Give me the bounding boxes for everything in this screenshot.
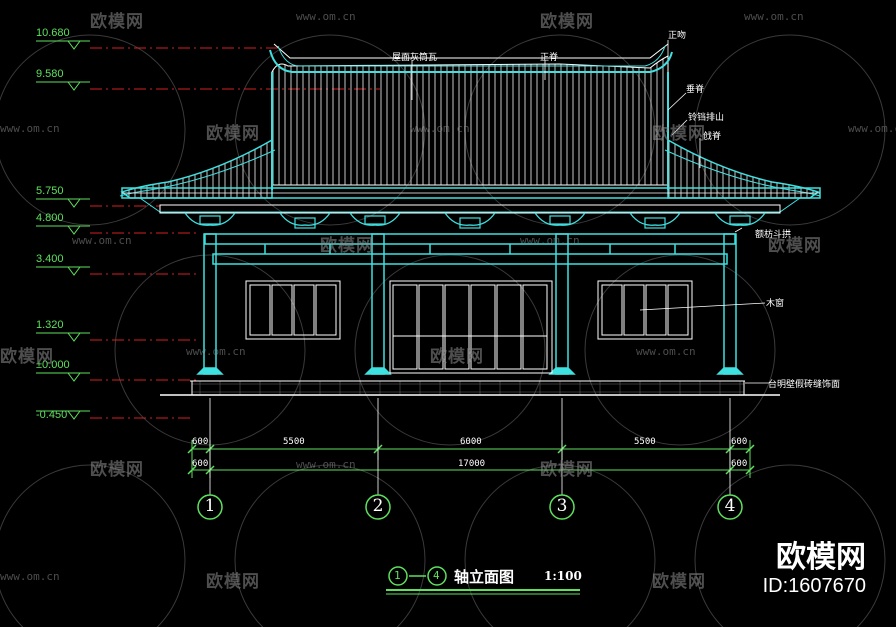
level-label: 5.750 [36,185,64,197]
dimension-text: 17000 [458,459,486,469]
annotation-ridge-ornament: 正吻 [668,31,687,41]
drawing-scale: 1:100 [544,569,582,583]
watermark-circles [0,34,886,627]
annotation-roof-tiles: 屋面灰筒瓦 [392,53,438,63]
watermark-brand: 欧模网 [206,124,260,144]
watermark-url: www.om.cn [520,234,580,247]
corner-brand-logo: 欧模网 [776,540,866,575]
title-axis-from: 1 [394,569,401,582]
watermark-url: www.om.cn [0,122,60,135]
axis-label: 2 [372,496,384,516]
level-label: -0.450 [36,409,68,421]
dimension-text: 6000 [460,437,482,447]
watermark-url: www.om.cn [744,10,804,23]
watermark-brand: 欧模网 [768,236,822,256]
axis-bubbles [197,494,743,520]
level-label: 4.800 [36,212,64,224]
annotation-eave-ridge: 戗脊 [703,132,722,142]
watermark-url: www.om.cn [296,10,356,23]
annotation-gable: 铃铛排山 [688,113,725,123]
watermark-url: www.om.cn [296,458,356,471]
watermark-brand: 欧模网 [90,12,144,32]
level-extension-lines [90,47,380,419]
watermark-brand: 欧模网 [540,460,594,480]
corner-brand-id: ID:1607670 [762,575,866,597]
watermark-brand: 欧模网 [90,460,144,480]
level-label: 10.680 [36,27,70,39]
watermark-brand: 欧模网 [430,347,484,367]
dimension-text: 5500 [283,437,305,447]
axis-label: 3 [556,496,568,516]
level-label: 1.320 [36,319,64,331]
watermark-brand: 欧模网 [0,347,54,367]
level-label: ±0.000 [36,359,70,371]
dimension-text: 600 [192,437,209,447]
level-label: 3.400 [36,253,64,265]
doors [389,280,553,374]
annotation-hanging-ridge: 垂脊 [686,85,705,95]
level-markers [36,40,90,420]
watermark-url: www.om.cn [636,345,696,358]
annotation-base: 台明壁假砖缝饰面 [768,380,841,390]
watermark-brand: 欧模网 [652,572,706,592]
watermark-brand: 欧模网 [540,12,594,32]
dimension-text: 600 [192,459,209,469]
dimension-text: 600 [731,437,748,447]
title-axis-to: 4 [433,569,440,582]
axis-label: 4 [724,496,736,516]
bracket-sets [184,212,766,229]
windows [245,280,693,340]
level-label: 9.580 [36,68,64,80]
watermark-url: www.om.cn [0,570,60,583]
axis-label: 1 [204,496,216,516]
watermark-brand: 欧模网 [652,124,706,144]
annotation-wood-window: 木窗 [766,299,785,309]
annotation-bracket: 额枋斗拱 [755,230,792,240]
beams [204,233,736,265]
platform-base [160,380,780,396]
watermark-brand: 欧模网 [320,236,374,256]
watermark-brand: 欧模网 [206,572,260,592]
watermark-url: www.om.cn [72,234,132,247]
watermark-url: www.om.cn [186,345,246,358]
dimension-text: 600 [731,459,748,469]
watermark-url: www.om.cn [848,122,896,135]
watermark-url: www.om.cn [410,122,470,135]
axis-grid [209,398,731,495]
title-decoration [386,566,580,595]
drawing-title: 轴立面图 [454,568,515,586]
dimension-text: 5500 [634,437,656,447]
columns [196,233,744,375]
roof [119,43,821,214]
annotation-main-ridge: 正脊 [540,53,559,63]
leader-lines [411,40,770,384]
